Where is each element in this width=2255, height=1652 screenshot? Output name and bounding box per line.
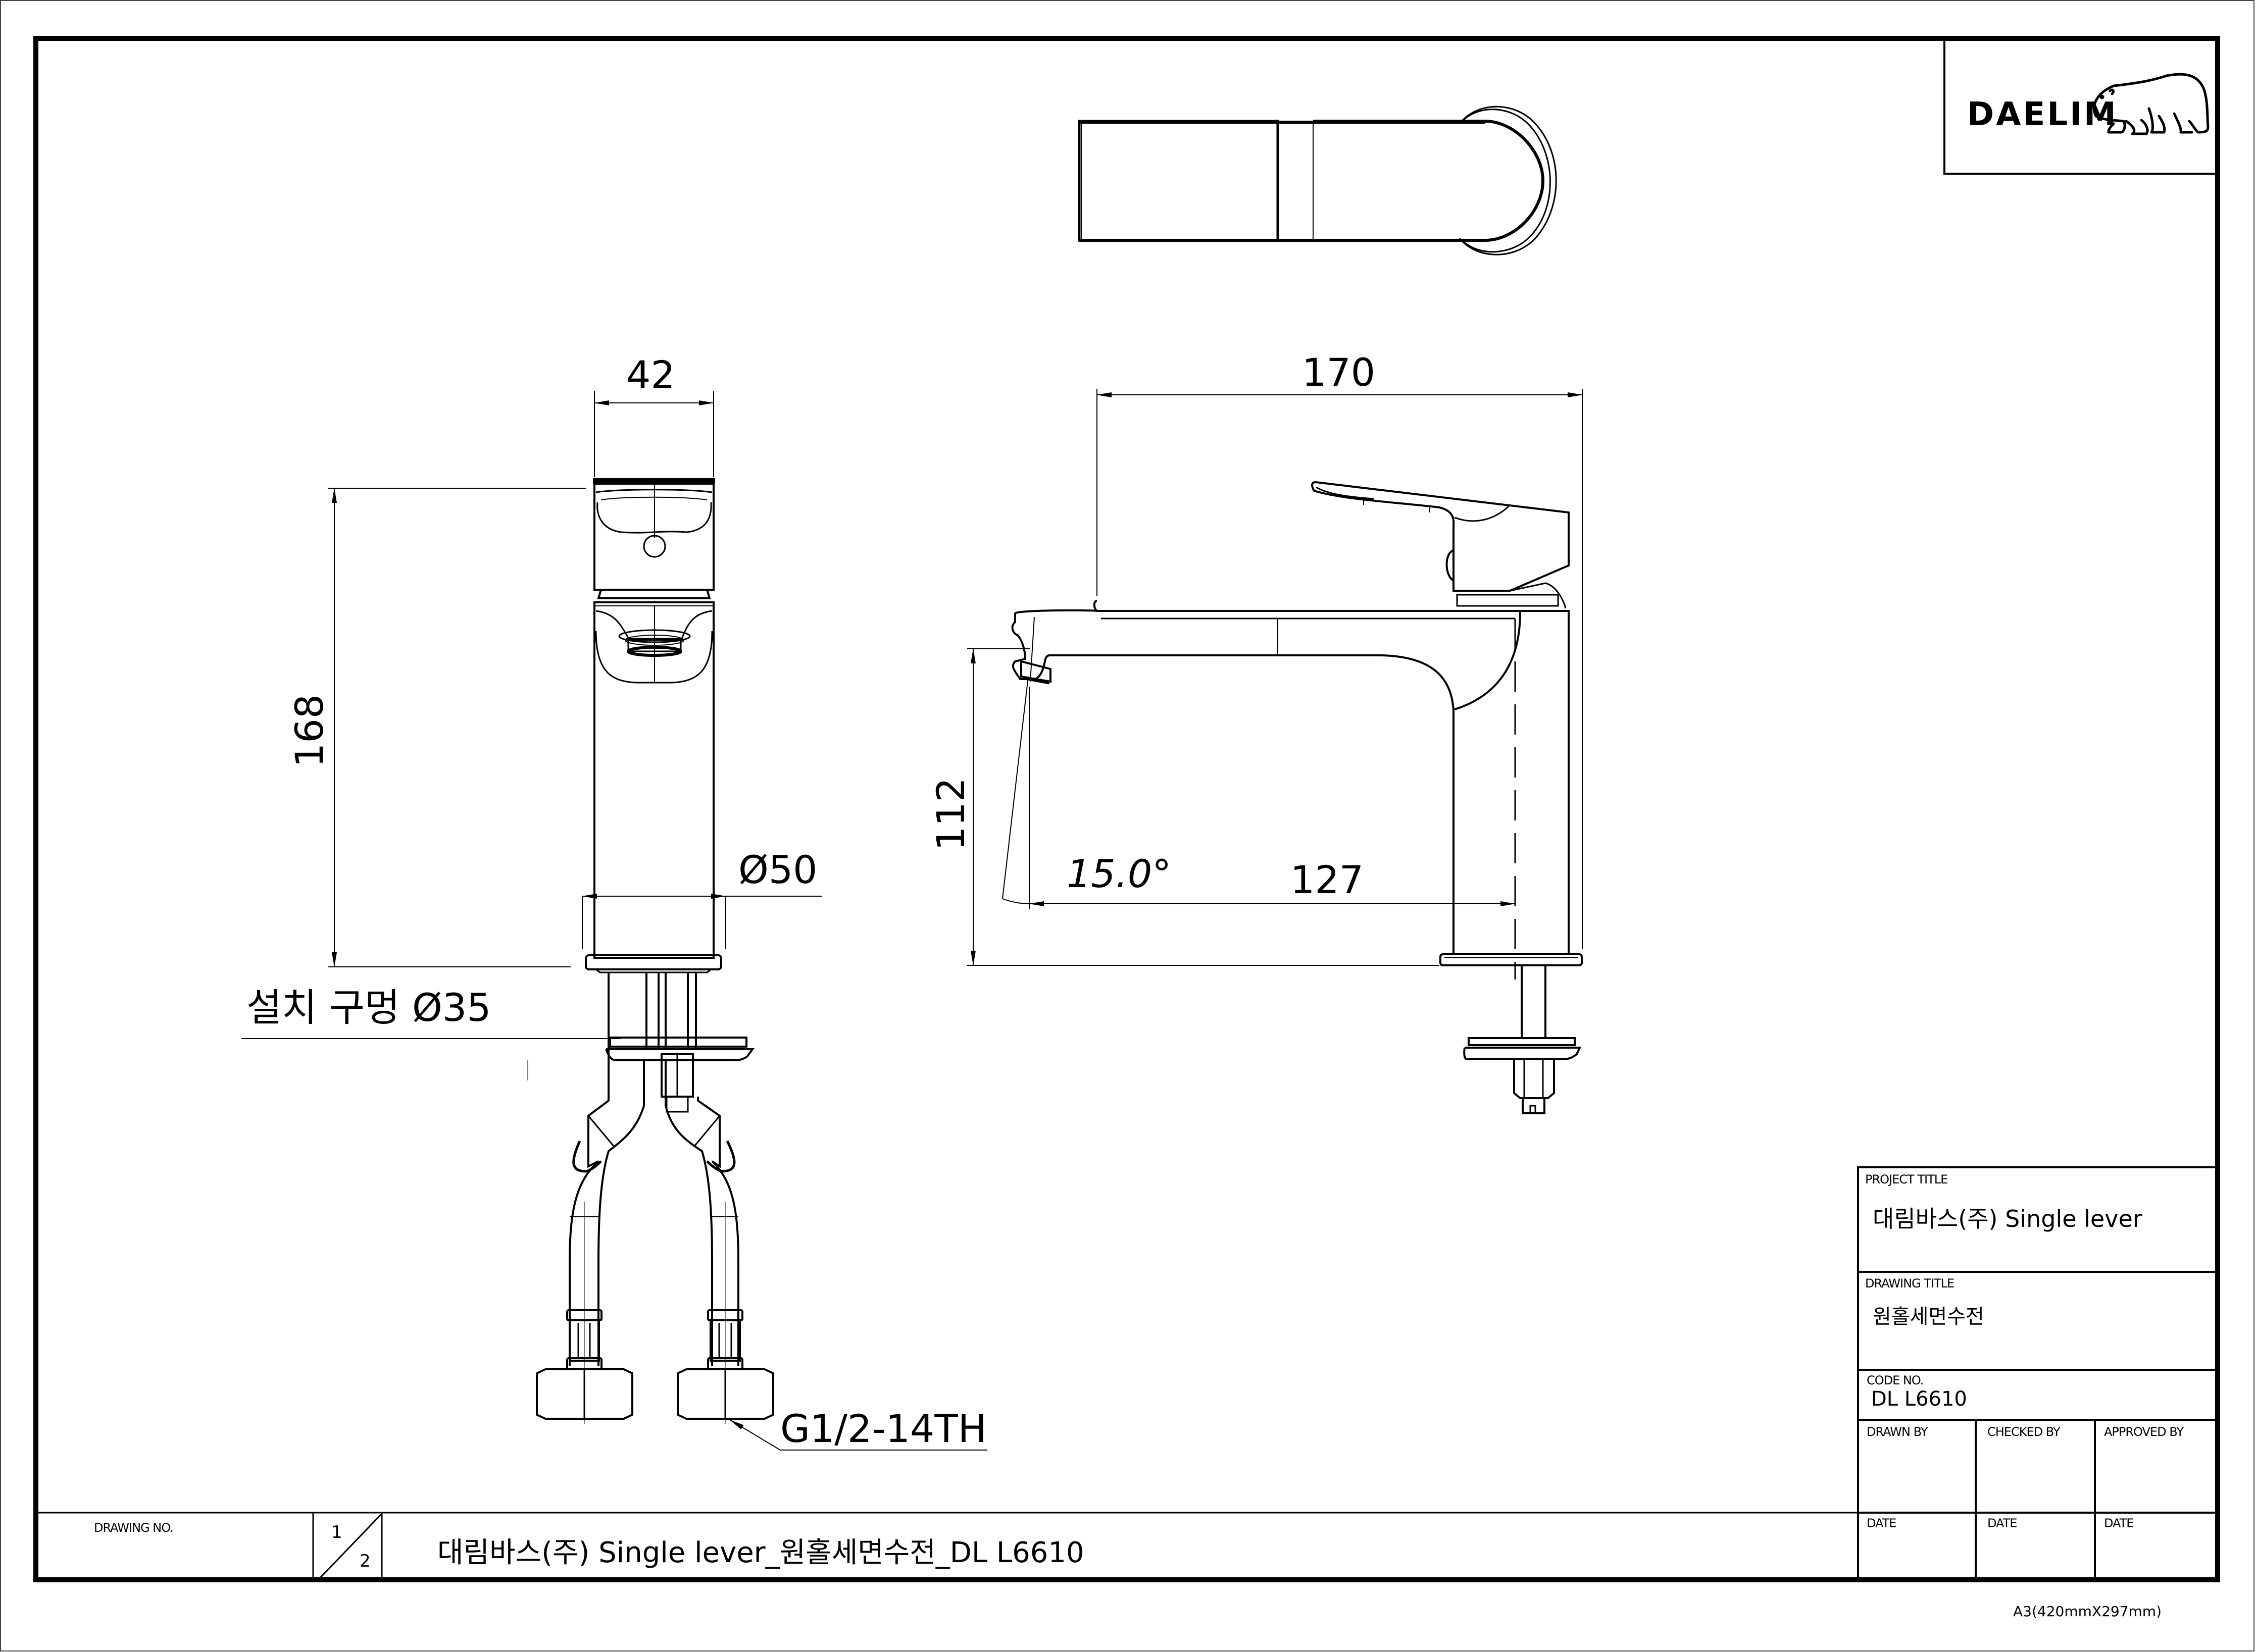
sheet-current: 1 <box>331 1522 342 1542</box>
brand-logo: DAELIM <box>1967 96 2118 133</box>
project-title-label: PROJECT TITLE <box>1865 1172 1948 1186</box>
polar-bear-icon <box>2092 73 2210 135</box>
top-view <box>1078 106 1557 255</box>
title-block-grid <box>1857 1166 2219 1581</box>
drawing-no-label: DRAWING NO. <box>94 1521 174 1535</box>
drawing-title: 원홀세면수전 <box>1873 1305 1984 1328</box>
dim-connector-thread: G1/2-14TH <box>780 1406 987 1451</box>
dim-spout-height-112: 112 <box>928 777 973 851</box>
drawing-title-label: DRAWING TITLE <box>1865 1276 1955 1290</box>
full-drawing-title: 대림바스(주) Single lever_원홀세면수전_DL L6610 <box>437 1536 1084 1569</box>
dim-spout-angle: 15.0° <box>1067 851 1172 896</box>
front-view <box>527 478 774 1424</box>
bottom-strip-grid <box>36 1512 1858 1581</box>
drawing-border <box>33 36 2220 1582</box>
side-view <box>1011 481 1583 1114</box>
dim-spout-reach-127: 127 <box>1290 857 1364 902</box>
project-title: 대림바스(주) Single lever <box>1873 1205 2142 1232</box>
drawn-date-label: DATE <box>1867 1516 1896 1530</box>
sheet-total: 2 <box>360 1551 371 1571</box>
front-view-dimensions <box>241 391 987 1451</box>
dim-height-168: 168 <box>287 694 332 767</box>
drawn-by-label: DRAWN BY <box>1867 1425 1928 1439</box>
checked-date-label: DATE <box>1987 1516 2017 1530</box>
checked-by-label: CHECKED BY <box>1987 1425 2061 1439</box>
approved-date-label: DATE <box>2104 1516 2134 1530</box>
dim-length-170: 170 <box>1302 350 1376 395</box>
side-view-dimensions <box>967 389 1583 966</box>
dim-mount-hole: 설치 구멍 Ø35 <box>246 985 491 1030</box>
approved-by-label: APPROVED BY <box>2104 1425 2184 1439</box>
dim-width-42: 42 <box>626 352 675 397</box>
code-no: DL L6610 <box>1871 1387 1967 1411</box>
paper-size: A3(420mmX297mm) <box>2013 1603 2162 1620</box>
code-no-label: CODE NO. <box>1867 1373 1924 1387</box>
dim-base-diameter: Ø50 <box>738 847 818 892</box>
